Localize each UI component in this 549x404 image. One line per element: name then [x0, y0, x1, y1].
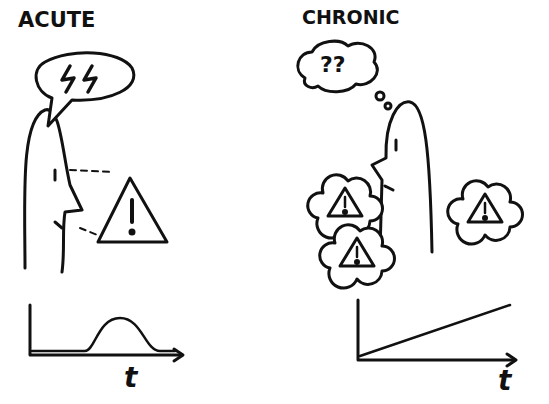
thought-bubble: [298, 41, 391, 109]
heading: ACUTE: [18, 10, 95, 31]
worry-cloud: [320, 225, 395, 288]
worry-cloud: [448, 181, 523, 244]
warning-triangle: [98, 178, 167, 242]
acute-graph: [30, 305, 183, 361]
thought-text: ??: [320, 54, 346, 76]
chronic-face: [372, 102, 432, 252]
heading: CHRONIC: [302, 8, 400, 27]
axis-label: t: [498, 367, 511, 395]
speech-bubble: [36, 53, 134, 126]
acute-face: [25, 110, 82, 272]
axis-label: t: [124, 364, 137, 392]
chronic-graph: [358, 300, 516, 366]
